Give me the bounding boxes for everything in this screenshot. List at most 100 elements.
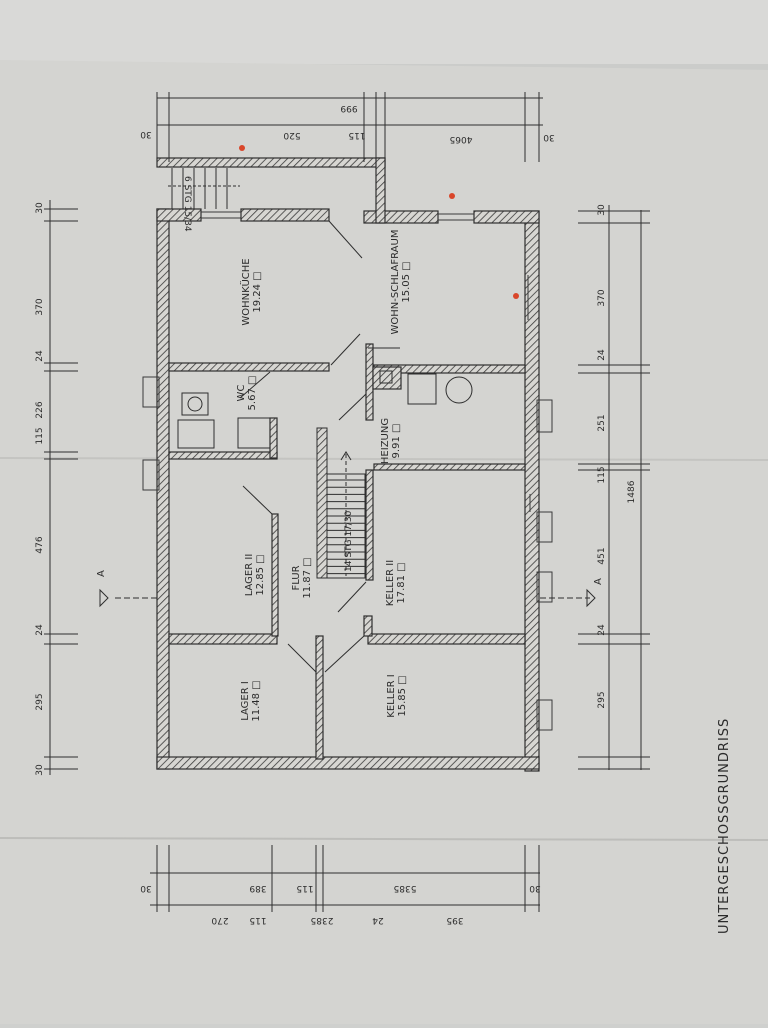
dim-bottom1-label: 30 xyxy=(529,883,541,893)
boiler-icon xyxy=(407,373,437,405)
door-flur-kitchen xyxy=(330,333,361,366)
chimney-flue xyxy=(379,370,393,384)
dimension-ticks xyxy=(44,92,650,912)
chimney xyxy=(372,366,402,390)
wall-kitchen-wc xyxy=(168,362,330,372)
paper-top-strip xyxy=(0,0,768,64)
dim-right-label: 115 xyxy=(597,466,607,483)
dim-right-label: 370 xyxy=(597,289,607,306)
wall-lager1-east xyxy=(315,635,324,760)
dim-right-label: 451 xyxy=(597,547,607,564)
red-marks xyxy=(239,145,519,299)
wall-top-right-1 xyxy=(363,210,439,224)
wall-lager2-east xyxy=(271,513,279,637)
room-name: WOHNKÜCHE xyxy=(239,258,252,325)
dim-left-label: 30 xyxy=(35,764,45,776)
section-arrow-left-icon xyxy=(99,588,109,608)
dimension-lines xyxy=(44,92,650,912)
wall-top-left xyxy=(156,208,202,222)
dim-right-label: 24 xyxy=(597,624,607,636)
wall-wc-east xyxy=(269,417,278,459)
wall-entrance-side xyxy=(375,157,386,224)
room-label-lager-1: LAGER I11.48 □ xyxy=(240,680,262,721)
room-name: WOHN-SCHLAFRAUM xyxy=(390,230,401,335)
dim-right-label: 30 xyxy=(597,204,607,216)
washbasin-bowl-icon xyxy=(187,396,203,412)
wall-keller1-west xyxy=(363,615,373,637)
wall-entrance-top xyxy=(156,157,386,168)
door-lager2 xyxy=(242,485,273,515)
room-area: 11.87 □ xyxy=(302,557,313,598)
wall-wc-lager2 xyxy=(168,451,278,460)
door-keller1 xyxy=(324,635,365,673)
wall-keller2-west xyxy=(365,469,374,581)
room-label-flur: FLUR11.87 □ xyxy=(291,557,313,598)
wc-fixtures xyxy=(177,392,271,449)
wall-outer-south xyxy=(524,210,540,772)
room-area: 15.85 □ xyxy=(397,675,408,716)
toilet-icon xyxy=(177,419,215,449)
dim-right-label: 24 xyxy=(597,349,607,361)
room-name: LAGER II xyxy=(244,554,255,597)
dim-bottom2-label: 270 xyxy=(211,915,228,925)
dim-left-label: 115 xyxy=(35,427,45,444)
entrance-stair xyxy=(168,168,240,209)
door-keller2 xyxy=(337,581,367,613)
window-well-south-2 xyxy=(536,511,553,543)
room-label-wc: WC5.67 □ xyxy=(236,376,258,411)
dim-right-total-label: 1486 xyxy=(627,480,637,503)
wall-heizung-west xyxy=(365,343,374,421)
dim-top-label: 30 xyxy=(140,129,152,139)
oil-tank-icon xyxy=(445,376,473,404)
dim-bottom1-label: 389 xyxy=(249,883,266,893)
stair-outline xyxy=(326,473,366,579)
door-kitchen xyxy=(328,220,363,259)
red-mark-3 xyxy=(513,293,519,299)
wall-heizung-keller2 xyxy=(373,463,526,471)
shower-icon xyxy=(237,417,271,449)
wall-lager2-lager1 xyxy=(168,633,278,645)
heating-equipment xyxy=(407,373,473,405)
dim-bottom2-label: 2385 xyxy=(311,915,334,925)
door-heizung xyxy=(338,393,367,421)
dim-top-label: 4065 xyxy=(450,134,473,144)
entrance-stair-note: 6 STG 15/34 xyxy=(182,176,192,232)
dim-top-label: 999 xyxy=(340,103,357,113)
window-well-south-3 xyxy=(536,571,553,603)
dim-right-label: 295 xyxy=(597,691,607,708)
dim-right-label: 251 xyxy=(597,414,607,431)
room-area: 17.81 □ xyxy=(396,562,407,603)
dim-bottom1-label: 115 xyxy=(296,883,313,893)
room-name: FLUR xyxy=(291,565,302,590)
room-label-wohn-schlafraum: WOHN-SCHLAFRAUM15.05 □ xyxy=(390,230,412,335)
room-name: KELLER II xyxy=(385,560,396,606)
room-label-lager-2: LAGER II12.85 □ xyxy=(244,554,266,597)
room-name: LAGER I xyxy=(240,681,251,721)
dim-top-label: 520 xyxy=(283,130,300,140)
wall-outer-bottom xyxy=(156,756,540,770)
window-well-north-2 xyxy=(142,459,160,491)
dim-left-label: 476 xyxy=(35,536,45,553)
room-label-keller-1: KELLER I15.85 □ xyxy=(386,674,408,717)
section-markers xyxy=(99,588,596,608)
dim-bottom2-label: 115 xyxy=(249,915,266,925)
room-area: 15.05 □ xyxy=(401,261,412,302)
wall-top-mid xyxy=(240,208,330,222)
dim-top-label: 30 xyxy=(543,132,555,142)
paper-sheet xyxy=(0,60,768,1024)
paper-fold-horizontal xyxy=(0,837,768,841)
window-well-south-4 xyxy=(536,699,553,731)
dimension-labels: 3037024226115476242953030370242511154512… xyxy=(35,103,637,925)
room-name: HEIZUNG xyxy=(380,418,391,464)
room-labels: WOHNKÜCHE19.24 □WOHN-SCHLAFRAUM15.05 □WC… xyxy=(236,230,412,722)
stair-stringer-left xyxy=(316,427,328,579)
dim-bottom1-label: 5385 xyxy=(394,883,417,893)
main-stair-note: 14 STG 17/30 xyxy=(344,510,354,572)
section-label-right: A xyxy=(593,578,604,585)
dim-left-label: 295 xyxy=(35,693,45,710)
dim-left-label: 226 xyxy=(35,401,45,418)
dim-left-label: 370 xyxy=(35,298,45,315)
windows xyxy=(142,211,553,731)
doors xyxy=(239,220,400,673)
